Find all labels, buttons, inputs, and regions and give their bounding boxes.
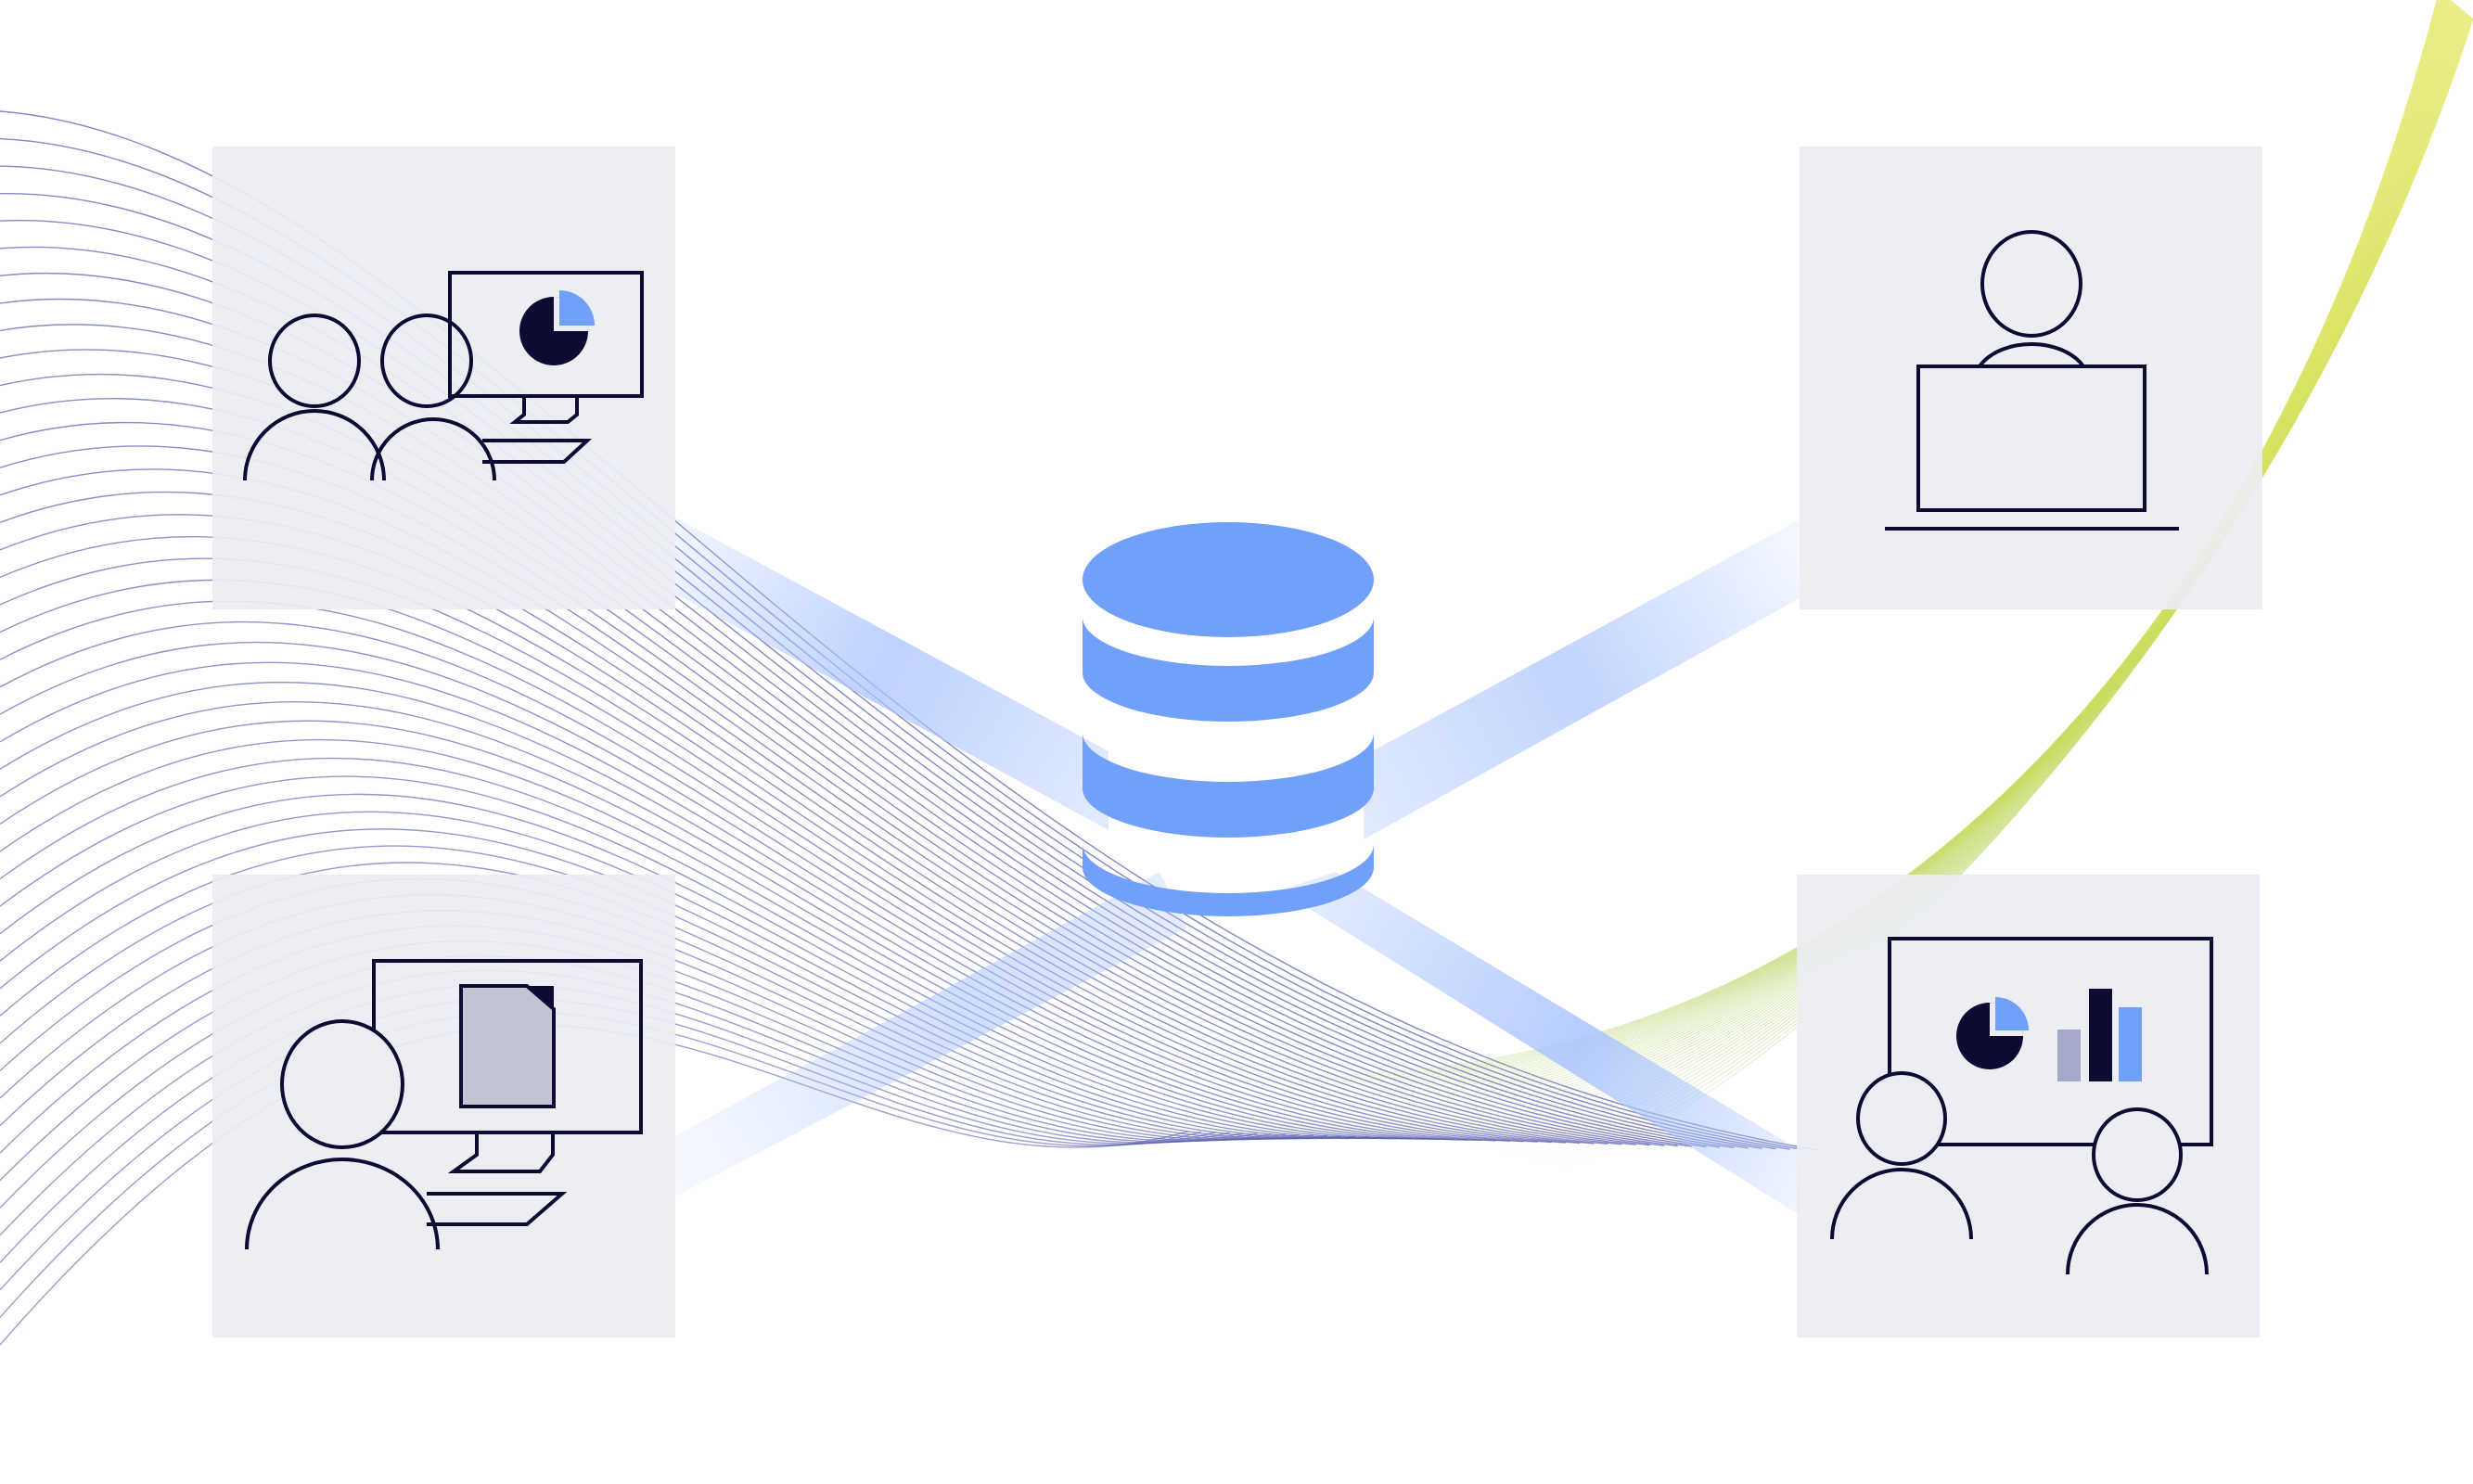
wave-line (1418, 8, 2462, 1133)
wave-line (0, 701, 1468, 1141)
wave-line (1328, 2, 2454, 1109)
wave-line (0, 620, 1524, 1143)
panel-document-viewer (212, 875, 675, 1337)
connection-beams (675, 518, 1800, 1215)
wave-line (0, 757, 1426, 1140)
wave-line (1398, 6, 2460, 1128)
wave-line (1278, 0, 2450, 1098)
wave-line (1318, 1, 2454, 1107)
wave-line (1388, 6, 2459, 1125)
wave-line (0, 738, 1441, 1140)
wave-line (0, 828, 1370, 1140)
two-people-board-chart-icon (1830, 937, 2213, 1275)
wave-line (0, 720, 1454, 1141)
wave-line (1358, 4, 2457, 1118)
person-laptop-icon (1885, 230, 2179, 531)
two-people-monitor-pie-chart-icon (243, 271, 644, 481)
wave-line (1378, 5, 2459, 1122)
wave-line (1428, 8, 2463, 1135)
wave-line (1298, 0, 2452, 1103)
wave-line (1339, 2, 2455, 1112)
wave-line (0, 661, 1496, 1142)
beam-top-left (675, 518, 1108, 830)
beam-bottom-right (1280, 872, 1800, 1215)
wave-line (0, 811, 1384, 1140)
panel-team-presentation (212, 147, 675, 609)
wave-line (0, 641, 1510, 1142)
database-icon (1083, 522, 1374, 916)
wave-line (0, 793, 1398, 1140)
wave-line (1368, 5, 2458, 1120)
wave-line (0, 681, 1482, 1142)
person-monitor-document-icon (245, 959, 643, 1250)
wave-line (1308, 0, 2453, 1105)
wave-line (1288, 0, 2451, 1100)
beam-bottom-left (675, 872, 1187, 1196)
wave-line (0, 775, 1412, 1140)
wave-line (1408, 7, 2461, 1131)
beam-top-right (1364, 519, 1800, 839)
